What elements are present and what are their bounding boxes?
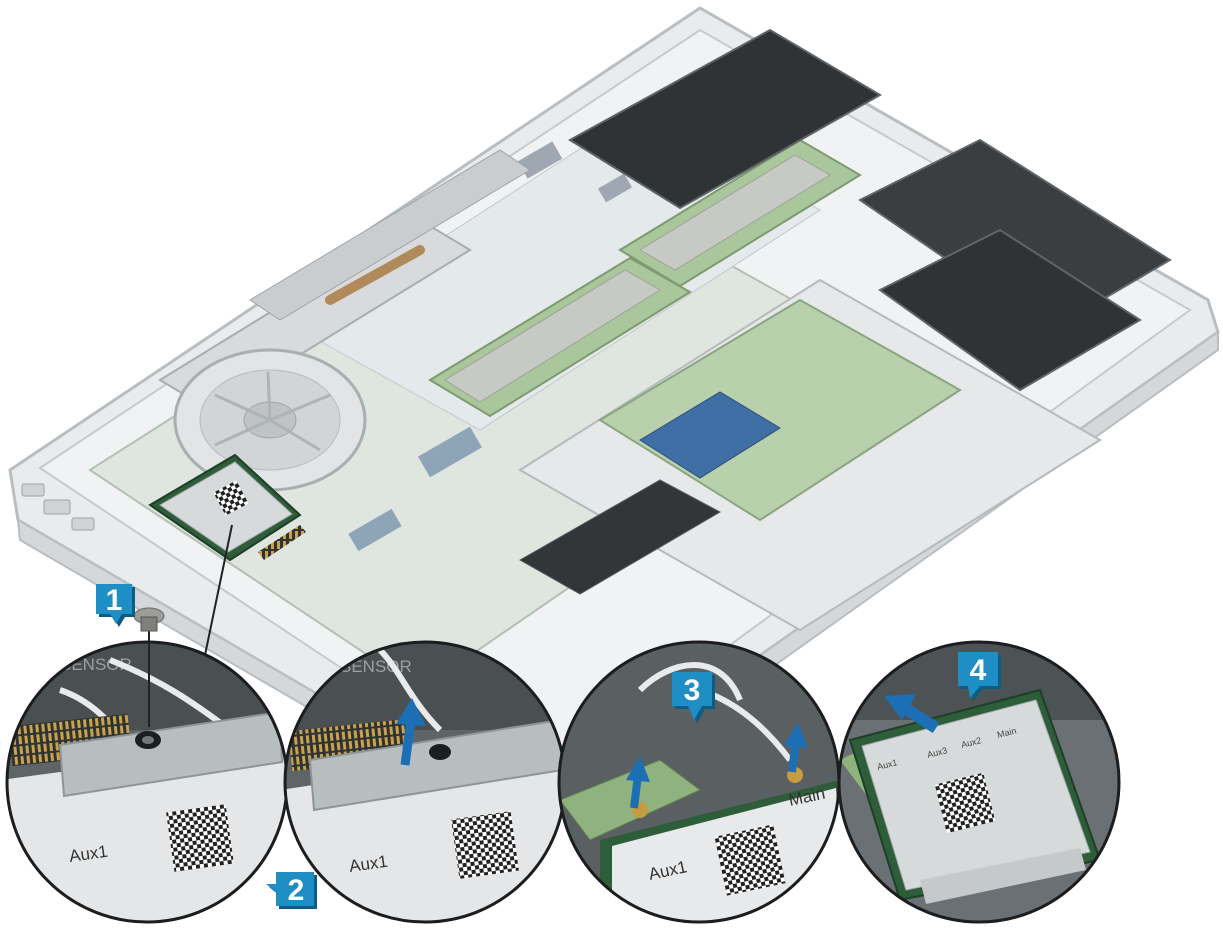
qr-code [166,804,234,872]
disconnect-arrow-icon [784,722,808,773]
svg-text:1: 1 [106,584,123,617]
inset-step-1: SENSOR Aux1 1 [5,584,289,924]
qr-code [714,824,786,896]
callout-3: 3 [672,672,715,723]
aux3-label: Aux3 [926,745,948,760]
svg-text:2: 2 [288,874,305,907]
wlan-card [148,453,306,562]
callout-1: 1 [96,584,135,627]
leader-line [204,524,233,656]
main-label: Main [996,726,1017,740]
side-ports [21,483,95,531]
lift-arrow-icon [396,698,426,766]
screw-icon [133,607,165,727]
qr-code [451,811,519,879]
svg-text:3: 3 [684,674,701,707]
svg-text:4: 4 [970,654,987,687]
ssd-plate [568,28,882,210]
aux2-label: Aux2 [960,735,982,750]
aux1-label: Aux1 [876,757,898,772]
disconnect-arrow-icon [626,756,650,809]
battery [858,138,1172,392]
inset-step-3: Aux1 Main 3 [557,640,841,924]
callout-2: 2 [266,872,317,909]
palmrest-bracket [518,278,1102,632]
qr-code [934,772,996,834]
system-fan [173,348,367,492]
slide-out-arrow-icon [884,694,940,734]
callout-4: 4 [958,652,1001,701]
inset-step-4: Aux1 Aux3 Aux2 Main 4 [837,640,1121,924]
memory-modules [428,138,862,418]
